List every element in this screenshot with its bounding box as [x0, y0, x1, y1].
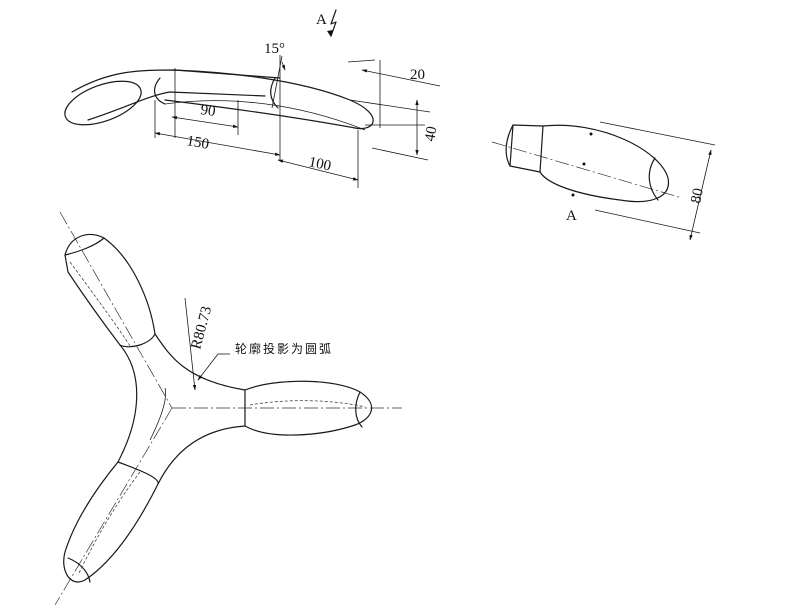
arc-profile-note: 轮廓投影为圆弧 [235, 341, 333, 356]
radius-label: R80.73 [188, 305, 215, 351]
view-a-arrow-icon [330, 9, 337, 37]
section-view-a: A 80 [491, 121, 716, 241]
top-view: R80.73 轮廓投影为圆弧 [54, 211, 402, 606]
view-a-label: A [316, 12, 327, 28]
dim-40-label: 40 [422, 125, 440, 143]
grip-end-shape [64, 80, 142, 126]
view-a-indicator: A [316, 9, 337, 37]
dim-150-label: 150 [185, 133, 210, 153]
dim-90-label: 90 [199, 102, 216, 120]
dim-100-label: 100 [307, 154, 332, 174]
dim-20-label: 20 [410, 67, 425, 83]
section-ellipse-outline [539, 124, 669, 203]
angle-15-label: 15° [264, 41, 285, 57]
dim-80-label: 80 [688, 187, 707, 205]
side-view: 15° 20 90 150 100 40 [64, 41, 441, 188]
lobe-right [244, 380, 373, 436]
lobe-lower [63, 461, 159, 583]
section-a-label: A [566, 208, 577, 224]
lobe-body-outline [164, 69, 374, 130]
